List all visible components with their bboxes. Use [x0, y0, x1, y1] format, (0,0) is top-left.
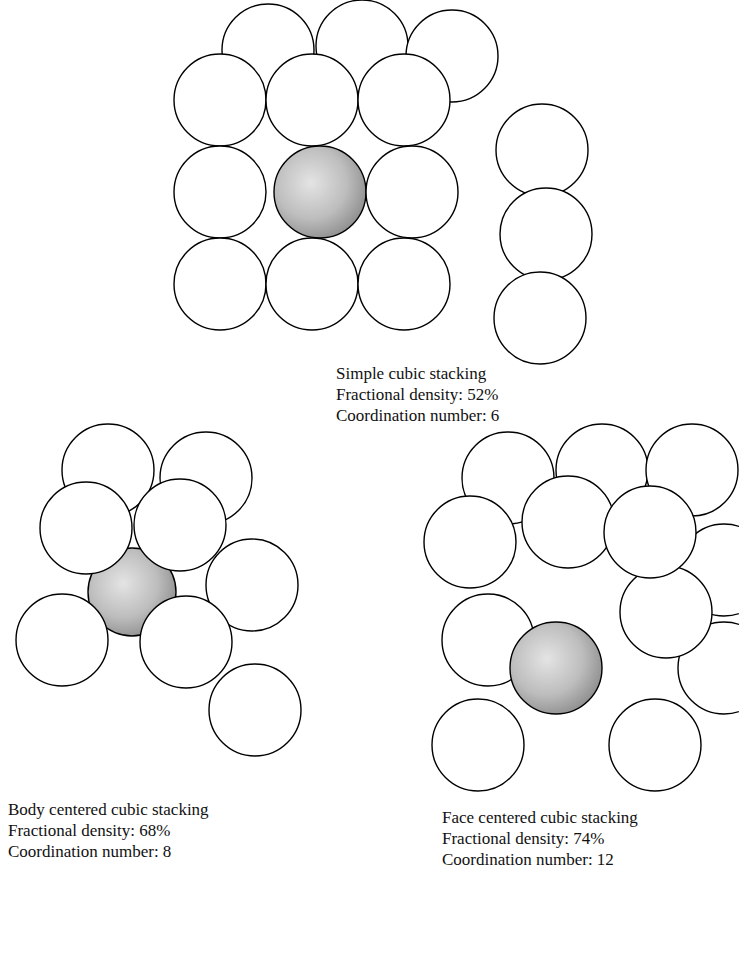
- face-centered-cubic-figure: [424, 424, 739, 791]
- sphere: [620, 566, 712, 658]
- sphere: [16, 594, 108, 686]
- simple-cubic-figure: [174, 0, 592, 364]
- sphere: [140, 596, 232, 688]
- caption-line: Simple cubic stacking: [336, 364, 486, 384]
- sphere: [266, 54, 358, 146]
- sphere: [609, 699, 701, 791]
- caption-line: Coordination number: 6: [336, 406, 499, 426]
- sphere: [496, 104, 588, 196]
- sphere: [494, 272, 586, 364]
- caption-line: Fractional density: 68%: [8, 821, 170, 841]
- sphere: [134, 479, 226, 571]
- sphere: [174, 54, 266, 146]
- sphere: [174, 146, 266, 238]
- sphere: [424, 496, 516, 588]
- caption-line: Coordination number: 8: [8, 842, 171, 862]
- caption-line: Coordination number: 12: [442, 850, 614, 870]
- caption-line: Face centered cubic stacking: [442, 808, 638, 828]
- sphere: [40, 482, 132, 574]
- sphere: [522, 476, 614, 568]
- caption-line: Body centered cubic stacking: [8, 800, 209, 820]
- caption-line: Fractional density: 52%: [336, 385, 498, 405]
- sphere: [604, 486, 696, 578]
- sphere: [266, 238, 358, 330]
- sphere: [209, 664, 301, 756]
- sphere: [174, 238, 266, 330]
- sphere: [358, 54, 450, 146]
- sphere: [358, 238, 450, 330]
- sphere: [366, 146, 458, 238]
- sphere: [432, 699, 524, 791]
- caption-line: Fractional density: 74%: [442, 829, 604, 849]
- body-centered-cubic-figure: [16, 424, 301, 756]
- shaded-sphere: [274, 146, 366, 238]
- sphere: [500, 188, 592, 280]
- shaded-sphere: [510, 622, 602, 714]
